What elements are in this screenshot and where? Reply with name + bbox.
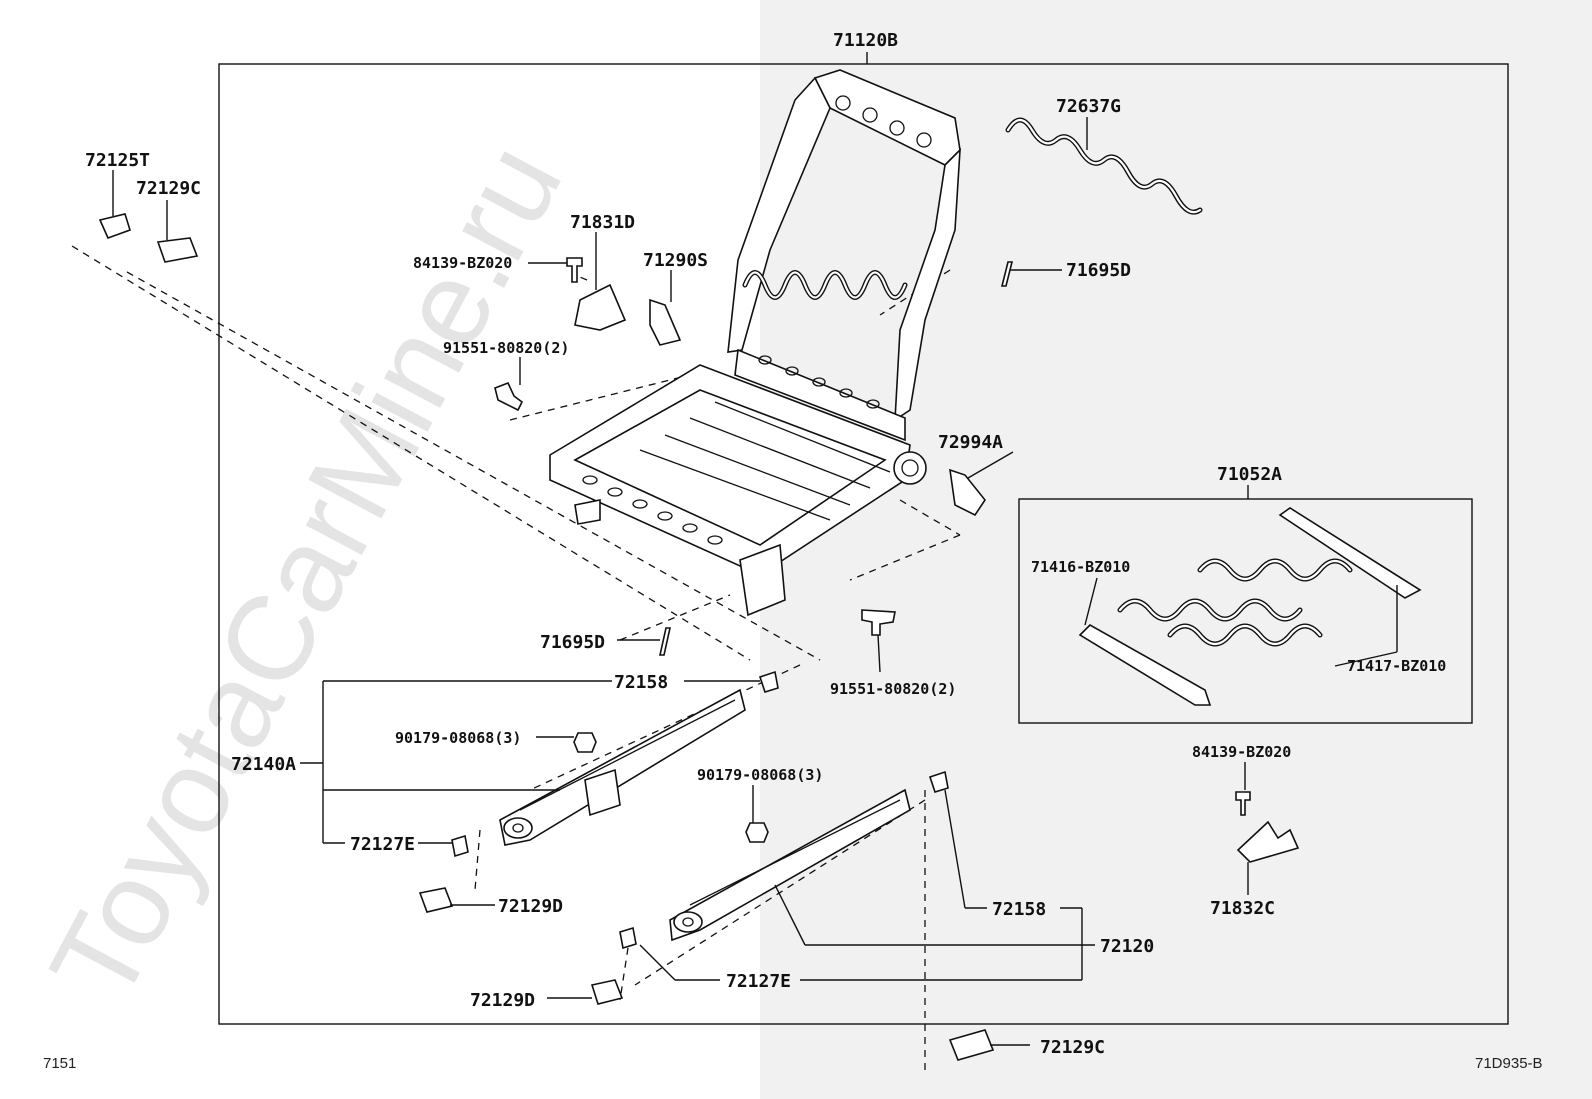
label-72125t: 72125T [85, 150, 150, 171]
seat-back-frame [549, 69, 961, 617]
label-84139-left: 84139-BZ020 [413, 254, 512, 272]
cover-71290s [649, 298, 682, 346]
label-71832c: 71832C [1210, 898, 1275, 919]
clip-71695d-upper [1000, 261, 1014, 287]
nut-90179-right [745, 822, 769, 843]
bolt-91551-upper [494, 381, 524, 412]
label-84139-right: 84139-BZ020 [1192, 743, 1291, 761]
clip-72158-lower [928, 770, 949, 793]
cover-72129d-left [418, 887, 454, 913]
label-72129c-bottom: 72129C [1040, 1037, 1105, 1058]
spring-72637g [1005, 117, 1203, 215]
clip-71695d-lower [659, 627, 671, 656]
label-71416-bz010: 71416-BZ010 [1031, 558, 1130, 576]
kit-71052a-box [1018, 498, 1473, 724]
bolt-91551-lower [861, 609, 896, 636]
cover-72127e-left [451, 834, 469, 858]
label-72129d-left: 72129D [498, 896, 563, 917]
label-72127e-right: 72127E [726, 971, 791, 992]
label-71052a: 71052A [1217, 464, 1282, 485]
adjuster-72120 [669, 788, 911, 942]
assembly-frame-box [218, 63, 1509, 1025]
label-72994a: 72994A [938, 432, 1003, 453]
bracket-71831d [574, 283, 627, 331]
label-91551-upper: 91551-80820(2) [443, 339, 569, 357]
adjuster-72140a [499, 688, 746, 846]
bracket-71832c [1236, 820, 1300, 863]
background-shade [760, 0, 1592, 1099]
nut-90179-left [573, 732, 597, 753]
label-71120b: 71120B [833, 30, 898, 51]
label-90179-right: 90179-08068(3) [697, 766, 823, 784]
label-90179-left: 90179-08068(3) [395, 729, 521, 747]
label-71695d-lower: 71695D [540, 632, 605, 653]
label-72158-lower: 72158 [992, 899, 1046, 920]
label-72129c-top: 72129C [136, 178, 201, 199]
cover-72129c-bottom [948, 1029, 995, 1061]
label-72120: 72120 [1100, 936, 1154, 957]
cover-72129c-top [156, 237, 199, 263]
label-72158-upper: 72158 [614, 672, 668, 693]
kit-71052a-parts [1078, 507, 1422, 706]
dashed-leaders [71, 245, 961, 1072]
cover-72127e-right [619, 926, 637, 950]
label-72129d-right: 72129D [470, 990, 535, 1011]
label-72637g: 72637G [1056, 96, 1121, 117]
label-71695d-upper: 71695D [1066, 260, 1131, 281]
label-72140a: 72140A [231, 754, 296, 775]
label-72127e-left: 72127E [350, 834, 415, 855]
clip-72158-upper [758, 670, 779, 693]
page-ref: 7151 [43, 1055, 76, 1072]
leader-lines [112, 52, 1398, 1046]
cover-72125t [98, 213, 131, 240]
cover-72994a [949, 468, 986, 517]
cover-72129d-right [590, 979, 624, 1005]
label-71831d: 71831D [570, 212, 635, 233]
label-91551-lower: 91551-80820(2) [830, 680, 956, 698]
diagram-id: 71D935-B [1475, 1055, 1543, 1072]
label-71417-bz010: 71417-BZ010 [1347, 657, 1446, 675]
screw-84139-right [1235, 791, 1251, 816]
label-71290s: 71290S [643, 250, 708, 271]
screw-84139-left [566, 257, 583, 283]
